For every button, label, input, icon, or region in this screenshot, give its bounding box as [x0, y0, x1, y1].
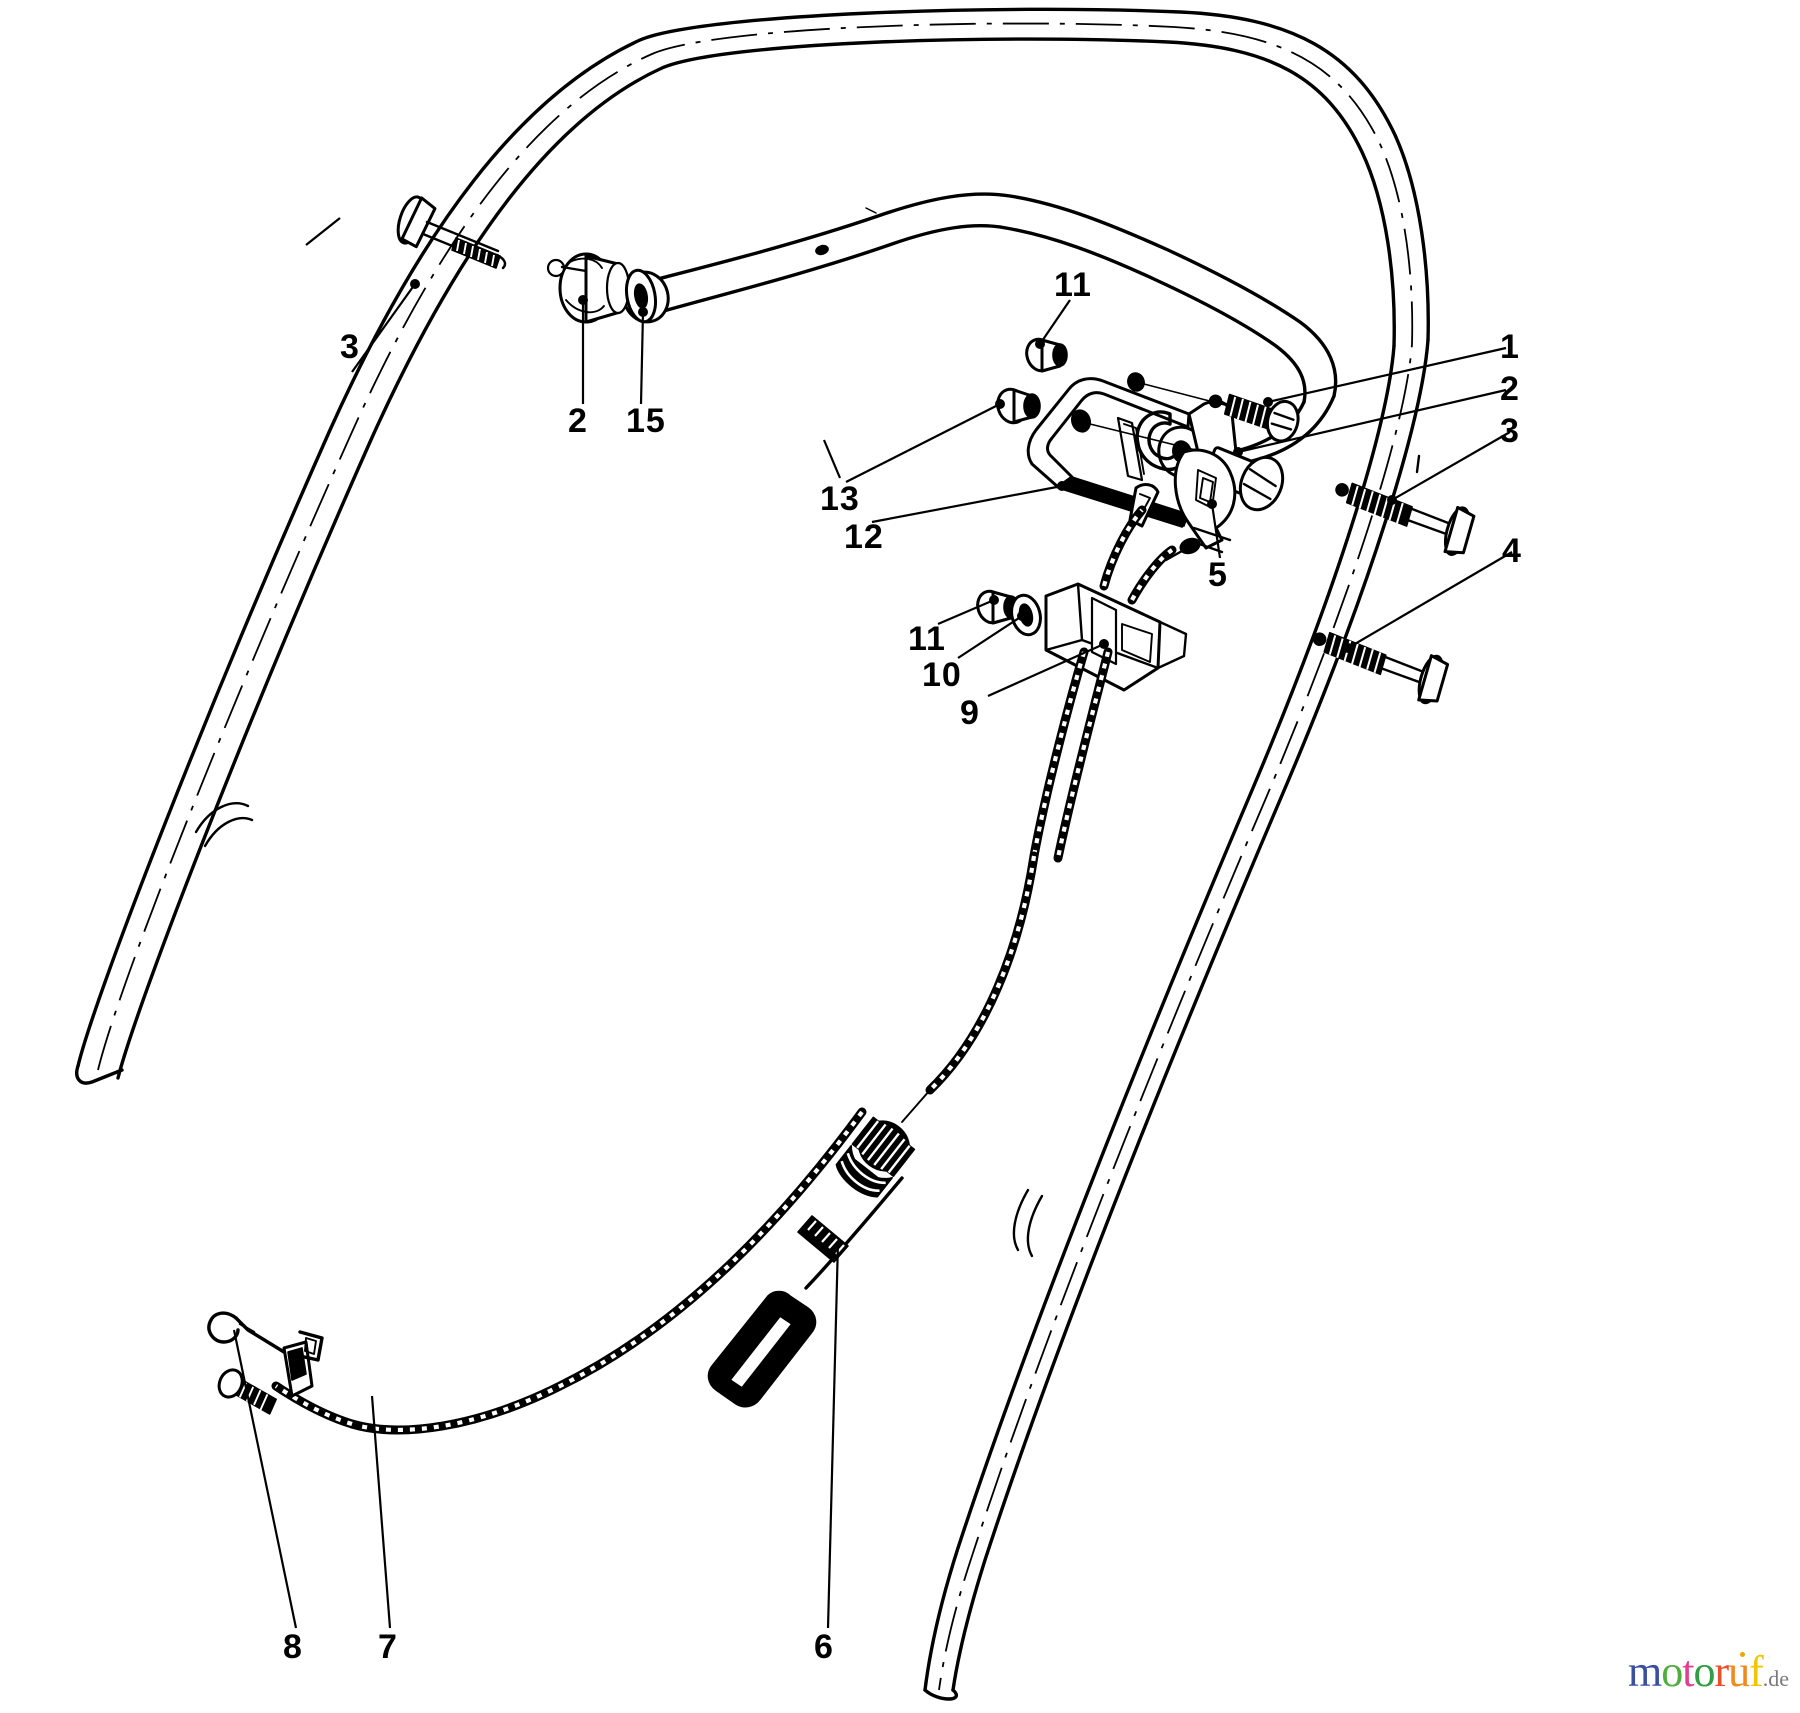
callout-2-right: 2 — [1500, 370, 1520, 408]
logo-letter-u: u — [1728, 1647, 1750, 1696]
callout-11-upper: 11 — [1054, 266, 1092, 304]
control-lever-knob — [1173, 448, 1237, 554]
logo-letter-f: f — [1749, 1647, 1764, 1696]
callout-4: 4 — [1502, 532, 1522, 570]
callout-9: 9 — [960, 694, 980, 732]
logo-letter-t: t — [1682, 1647, 1694, 1696]
pivot-bushing-left — [546, 252, 658, 324]
logo-tld: .de — [1762, 1666, 1790, 1691]
callout-7: 7 — [378, 1628, 398, 1666]
callout-2-left: 2 — [568, 402, 588, 440]
hardware-right — [1202, 393, 1476, 705]
logo-letter-r: r — [1714, 1647, 1729, 1696]
hardware-left-of-bracket — [996, 337, 1068, 425]
center-lines — [97, 22, 1414, 1691]
leader-lines — [232, 217, 1513, 1629]
traction-cables — [271, 505, 1177, 1435]
logo-letter-o1: o — [1661, 1647, 1683, 1696]
callout-12: 12 — [844, 518, 884, 556]
control-bracket — [1026, 372, 1253, 528]
callout-3-right: 3 — [1500, 412, 1520, 450]
callout-11-lower: 11 — [908, 620, 946, 658]
logo-dot-accent — [1740, 1652, 1746, 1657]
carriage-bolt-upper-left — [396, 195, 507, 270]
callout-3-left: 3 — [340, 328, 360, 366]
callout-10: 10 — [922, 656, 962, 694]
handle-frame — [75, 7, 1430, 1701]
logo-letter-o2: o — [1693, 1647, 1715, 1696]
callout-13: 13 — [820, 480, 860, 518]
callout-1: 1 — [1500, 328, 1520, 366]
cable-blade-terminal — [707, 1290, 817, 1408]
callout-8: 8 — [283, 1628, 303, 1666]
callout-5: 5 — [1208, 556, 1228, 594]
cable-adjuster-barrel — [835, 1116, 916, 1198]
callout-15: 15 — [626, 402, 666, 440]
logo-letter-m: m — [1628, 1647, 1662, 1696]
motoruf-watermark: motoruf.de — [1628, 1650, 1789, 1694]
callout-6: 6 — [814, 1628, 834, 1666]
